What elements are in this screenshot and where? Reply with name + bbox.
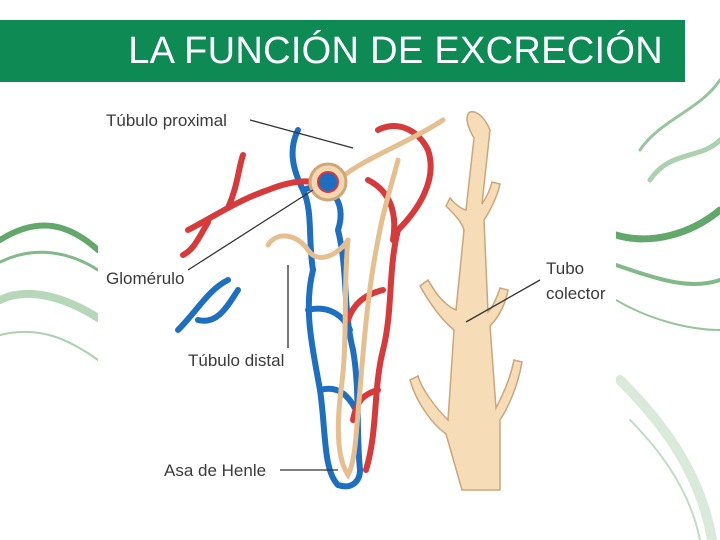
- right-swirl-1: [612, 206, 720, 243]
- label-proximal-tubule: Túbulo proximal: [106, 111, 227, 130]
- leader-proximal-tubule: [249, 119, 354, 149]
- collecting-tube: [409, 111, 523, 491]
- arterial-network: [180, 123, 434, 473]
- right-swirl-5: [647, 137, 720, 183]
- right-swirl-6: [615, 375, 717, 540]
- leader-glomerulus: [187, 189, 314, 271]
- title-bar: LA FUNCIÓN DE EXCRECIÓN: [0, 20, 685, 82]
- slide-title: LA FUNCIÓN DE EXCRECIÓN: [128, 30, 663, 72]
- left-swirl-3: [0, 289, 102, 322]
- right-swirl-3: [615, 299, 720, 331]
- right-swirl-7: [629, 419, 701, 540]
- left-swirl-1: [0, 222, 101, 253]
- right-swirl-2: [614, 263, 720, 287]
- label-collecting-tube-line1: Tubo: [546, 259, 584, 278]
- leader-lines: [187, 119, 541, 471]
- label-collecting-tube-line2: colector: [546, 284, 606, 303]
- tubules: [265, 117, 446, 480]
- nephron-illustration: Túbulo proximal Glomérulo Túbulo distal …: [106, 111, 606, 491]
- nephron-diagram: Túbulo proximal Glomérulo Túbulo distal …: [98, 90, 616, 540]
- leader-collecting-tube: [465, 279, 541, 323]
- label-distal-tubule: Túbulo distal: [188, 351, 284, 370]
- label-loop-of-henle: Asa de Henle: [164, 461, 266, 480]
- left-swirl-4: [0, 330, 99, 361]
- label-glomerulus: Glomérulo: [106, 269, 184, 288]
- right-swirl-4: [638, 78, 720, 152]
- glomerulus-capsule: [308, 162, 348, 202]
- left-swirl-2: [0, 250, 100, 272]
